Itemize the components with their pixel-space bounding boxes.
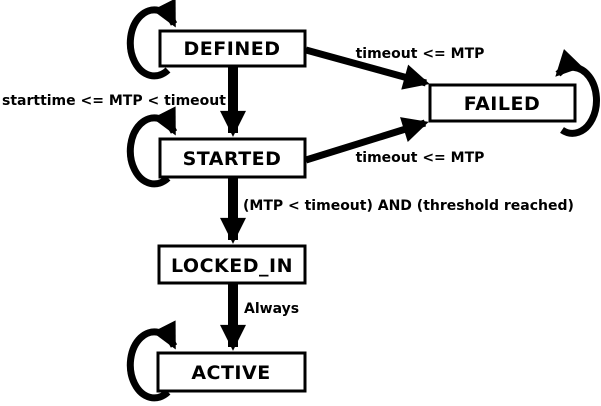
- self-loop-failed-arrow: [555, 49, 600, 137]
- state-box-locked-in: [157, 244, 307, 285]
- state-label-failed: FAILED: [464, 93, 540, 115]
- transition-arrows: [220, 46, 430, 351]
- state-label-locked-in: LOCKED_IN: [171, 255, 293, 277]
- state-box-active: [156, 351, 307, 393]
- state-label-started: STARTED: [183, 148, 282, 170]
- self-loop-started-arrow: [126, 106, 178, 188]
- state-label-active: ACTIVE: [191, 362, 270, 384]
- transition-defined-to-failed-arrow: [305, 46, 430, 90]
- transition-label-started-to-locked-in: (MTP < timeout) AND (threshold reached): [243, 198, 574, 214]
- self-loop-defined-arrow: [126, 0, 178, 80]
- state-label-defined: DEFINED: [184, 38, 281, 60]
- state-labels: DEFINED FAILED STARTED LOCKED_IN ACTIVE: [171, 38, 540, 384]
- state-box-defined: [158, 29, 307, 68]
- self-loop-active-arrow: [126, 320, 178, 402]
- state-boxes: [156, 29, 577, 393]
- transition-label-started-to-failed: timeout <= MTP: [356, 150, 485, 166]
- state-box-started: [158, 137, 307, 179]
- self-loops: [126, 0, 600, 402]
- transition-labels: timeout <= MTP starttime <= MTP < timeou…: [2, 46, 574, 317]
- transition-label-defined-to-started: starttime <= MTP < timeout: [2, 93, 226, 109]
- transition-label-defined-to-failed: timeout <= MTP: [356, 46, 485, 62]
- transition-started-to-failed-arrow: [304, 117, 429, 164]
- state-box-failed: [428, 83, 577, 123]
- transition-label-locked-in-to-active: Always: [244, 301, 299, 317]
